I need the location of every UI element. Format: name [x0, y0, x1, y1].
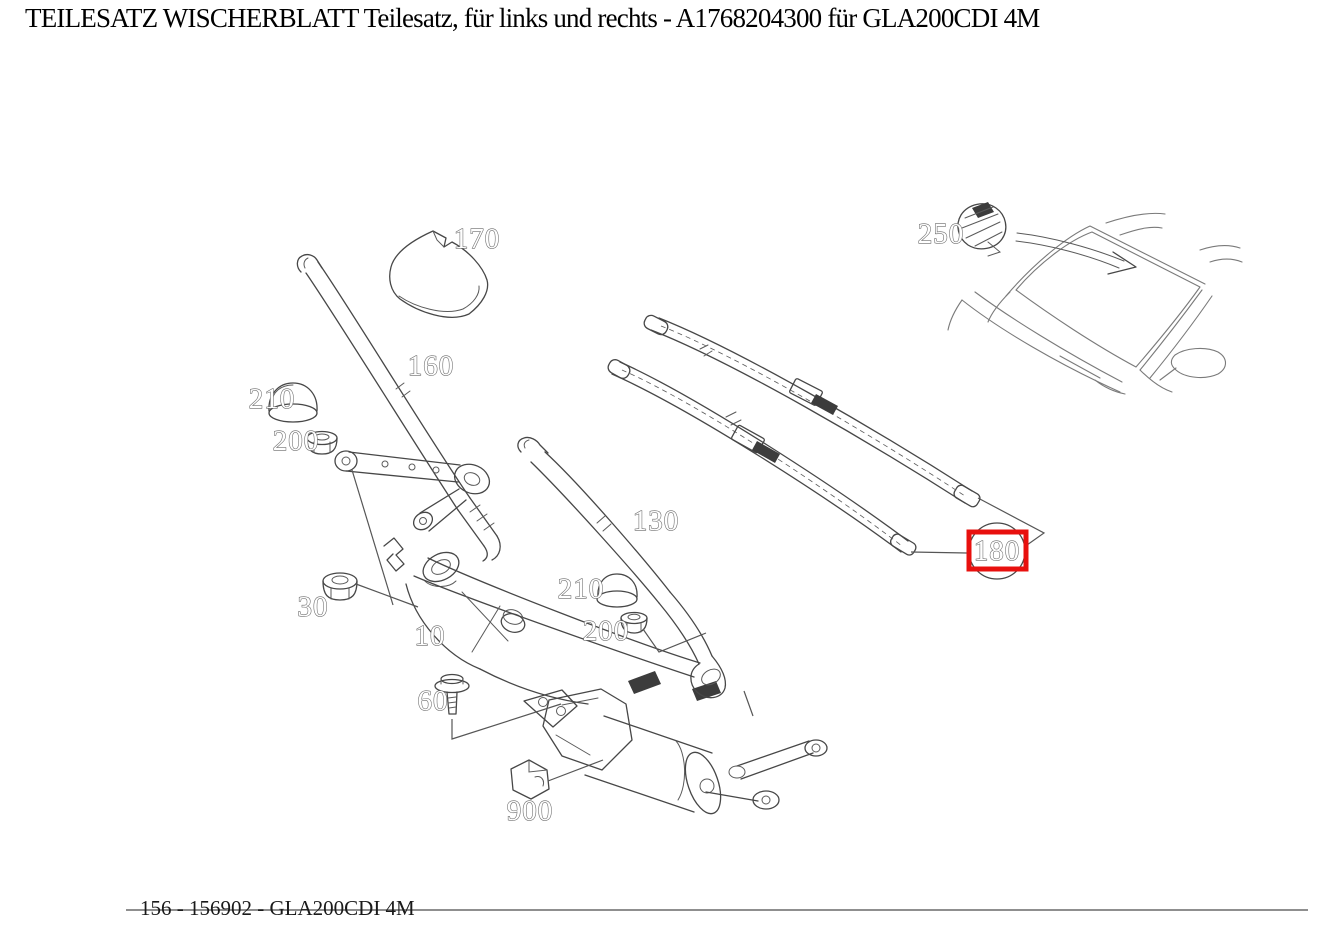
- linkage-frame-10-drawing: [405, 557, 721, 705]
- part-label-180-highlighted[interactable]: 180: [973, 534, 1021, 567]
- cover-cap-170-drawing: [389, 230, 489, 318]
- callout-180: [966, 522, 1029, 580]
- part-label-30[interactable]: 30: [297, 590, 329, 623]
- part-label-200-left[interactable]: 200: [272, 424, 320, 457]
- nut-30-drawing: [322, 572, 358, 601]
- leader-lines: [351, 469, 1046, 782]
- linkage-bracket-drawing: [334, 450, 491, 532]
- wiper-arm-160-drawing: [296, 253, 501, 562]
- sensor-250-drawing: [957, 202, 1007, 257]
- bolt-60-drawing: [434, 673, 470, 715]
- part-label-10[interactable]: 10: [414, 619, 446, 652]
- footer-divider: [126, 909, 1308, 911]
- cap-210-left-drawing: [268, 382, 318, 423]
- nut-200-left-drawing: [306, 430, 338, 455]
- part-label-210-right[interactable]: 210: [557, 572, 605, 605]
- part-label-900[interactable]: 900: [506, 794, 554, 827]
- part-label-210-left[interactable]: 210: [248, 382, 296, 415]
- highlight-box-180: [966, 529, 1029, 572]
- wiper-arm-130-drawing: [517, 436, 727, 699]
- sensor-location-arrow: [1015, 232, 1137, 275]
- part-label-130[interactable]: 130: [632, 504, 680, 537]
- nut-200-right-drawing: [620, 611, 648, 634]
- part-label-200-right[interactable]: 200: [582, 614, 630, 647]
- connector-900-drawing: [510, 759, 550, 800]
- wiper-blade-lower-drawing: [607, 359, 917, 556]
- part-label-160[interactable]: 160: [407, 349, 455, 382]
- cap-210-right-drawing: [596, 573, 638, 608]
- car-windshield-sketch: [947, 212, 1243, 395]
- part-label-60[interactable]: 60: [417, 684, 449, 717]
- wiper-blade-upper-drawing: [643, 314, 981, 508]
- footer-reference: 156 - 156902 - GLA200CDI 4M: [140, 896, 415, 920]
- part-label-170[interactable]: 170: [453, 222, 501, 255]
- part-labels: 170 160 210 200 30 10 60 900 130 210 200…: [248, 217, 1021, 827]
- wiper-motor-drawing: [523, 688, 828, 815]
- part-label-250[interactable]: 250: [917, 217, 965, 250]
- page-title: TEILESATZ WISCHERBLATT Teilesatz, für li…: [25, 3, 1040, 33]
